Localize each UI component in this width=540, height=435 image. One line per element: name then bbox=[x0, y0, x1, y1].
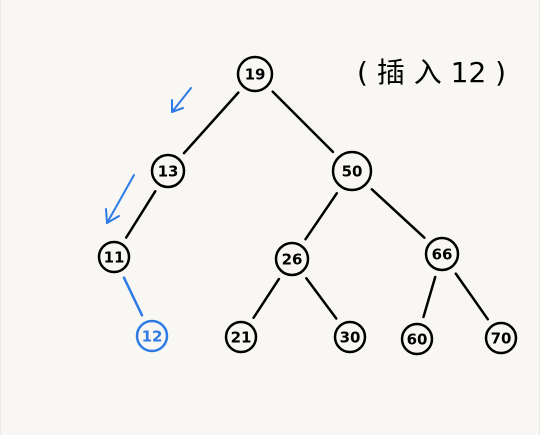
node-label: 13 bbox=[158, 163, 179, 181]
tree-node-21: 21 bbox=[224, 320, 258, 354]
node-label: 12 bbox=[142, 328, 163, 346]
tree-edge bbox=[304, 192, 339, 241]
node-label: 19 bbox=[245, 66, 266, 84]
tree-edge bbox=[370, 188, 426, 239]
node-circle bbox=[333, 320, 367, 354]
node-circle bbox=[274, 241, 310, 277]
tree-nodes: 19 13 50 11 26 66 12 21 30 60 70 bbox=[97, 55, 518, 356]
tree-edge bbox=[124, 190, 157, 239]
tree-edge bbox=[182, 91, 240, 155]
node-circle bbox=[150, 153, 186, 189]
tree-node-60: 60 bbox=[400, 322, 434, 356]
tree-node-26: 26 bbox=[274, 241, 310, 277]
node-label: 21 bbox=[231, 329, 252, 347]
node-label: 50 bbox=[342, 163, 363, 181]
tree-edge bbox=[271, 90, 335, 154]
node-circle bbox=[331, 150, 373, 192]
tree-node-11: 11 bbox=[97, 240, 131, 274]
tree-node-30: 30 bbox=[333, 320, 367, 354]
node-label: 11 bbox=[104, 249, 125, 267]
tree-edges bbox=[122, 90, 490, 321]
tree-edge bbox=[122, 276, 144, 317]
node-label: 26 bbox=[282, 251, 303, 269]
node-label: 70 bbox=[491, 330, 512, 348]
tree-node-19: 19 bbox=[236, 55, 274, 93]
node-label: 66 bbox=[432, 246, 453, 264]
tree-node-70: 70 bbox=[484, 321, 518, 355]
blue-arrow-root-to-13 bbox=[171, 87, 192, 113]
tree-edge bbox=[305, 277, 338, 320]
node-circle bbox=[224, 320, 258, 354]
tree-edge bbox=[422, 275, 437, 319]
arrow-head bbox=[105, 208, 120, 224]
tree-node-66: 66 bbox=[424, 236, 460, 272]
node-circle bbox=[424, 236, 460, 272]
node-label: 30 bbox=[340, 329, 361, 347]
arrow-shaft bbox=[106, 174, 135, 224]
tree-node-12: 12 bbox=[135, 319, 169, 353]
search-path-arrows bbox=[105, 87, 192, 224]
node-circle bbox=[236, 55, 274, 93]
node-circle bbox=[135, 319, 169, 353]
node-circle bbox=[97, 240, 131, 274]
tree-edge bbox=[454, 272, 490, 321]
tree-edge bbox=[252, 277, 281, 319]
tree-node-50: 50 bbox=[331, 150, 373, 192]
insert-annotation: ( 插 入 12 ) bbox=[357, 56, 506, 89]
arrow-shaft bbox=[171, 87, 192, 113]
node-circle bbox=[484, 321, 518, 355]
blue-arrow-13-to-11 bbox=[105, 174, 135, 224]
arrow-head bbox=[171, 99, 184, 113]
tree-node-13: 13 bbox=[150, 153, 186, 189]
node-label: 60 bbox=[407, 331, 428, 349]
node-circle bbox=[400, 322, 434, 356]
